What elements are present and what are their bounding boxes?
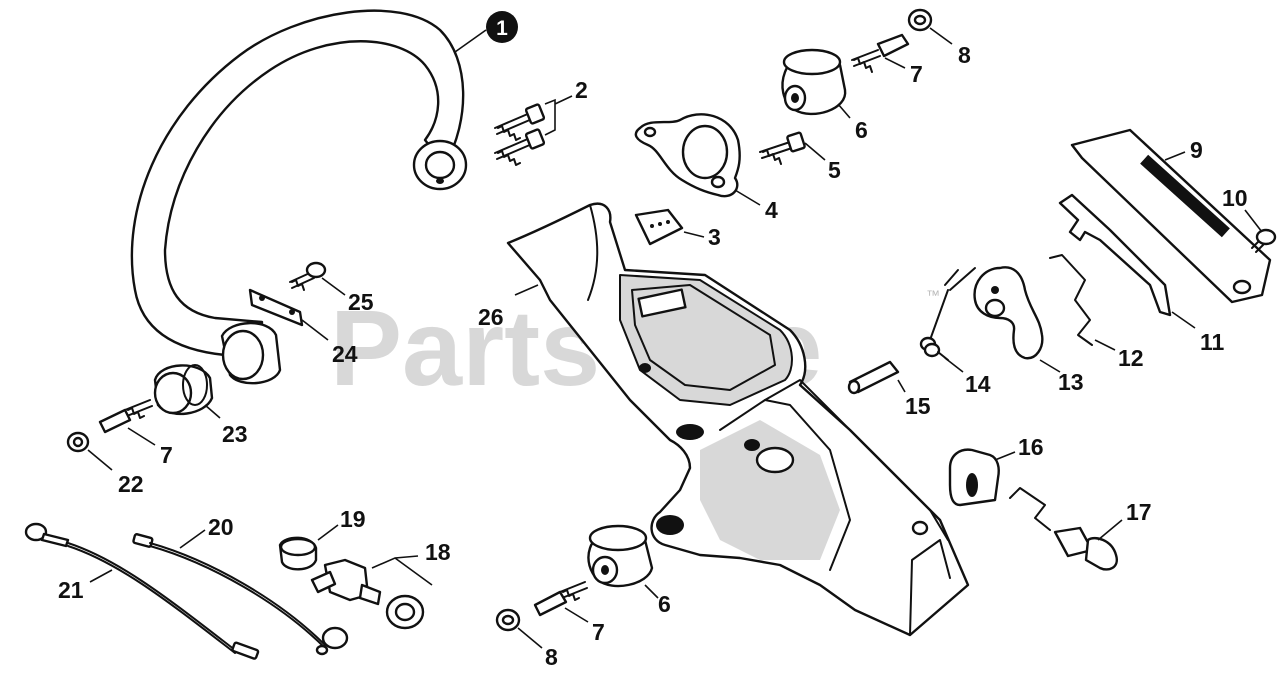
callout-15[interactable]: 15 (905, 393, 931, 419)
part-wire-21[interactable] (24, 522, 260, 660)
callout-1-badge (486, 11, 518, 43)
part-front-handle[interactable] (130, 9, 468, 357)
part-pin-15[interactable] (847, 360, 900, 395)
callout-7-left[interactable]: 7 (160, 442, 173, 468)
callout-3[interactable]: 3 (708, 224, 721, 250)
callout-6-bottom[interactable]: 6 (658, 591, 671, 617)
part-mount-6-bottom[interactable] (587, 524, 654, 588)
callout-25[interactable]: 25 (348, 289, 374, 315)
callout-13[interactable]: 13 (1058, 369, 1084, 395)
leader-3 (683, 231, 705, 238)
callout-23[interactable]: 23 (222, 421, 248, 447)
leader-6-bottom (644, 584, 659, 599)
callout-22[interactable]: 22 (118, 471, 144, 497)
part-collar-handle (220, 321, 282, 385)
leader-9 (1164, 151, 1186, 161)
callout-19[interactable]: 19 (340, 506, 366, 532)
callout-14[interactable]: 14 (965, 371, 991, 397)
leader-8-top (929, 27, 953, 45)
part-switch-18[interactable] (310, 558, 425, 630)
callout-21[interactable]: 21 (58, 577, 84, 603)
callout-11[interactable]: 11 (1200, 329, 1225, 355)
part-plunger-17[interactable] (1009, 487, 1118, 571)
part-spring-14[interactable] (919, 267, 976, 361)
part-handle-housing-26[interactable] (506, 202, 970, 637)
callout-17[interactable]: 17 (1126, 499, 1152, 525)
leader-8-bottom (517, 627, 543, 649)
leader-22 (87, 449, 113, 471)
part-grommet-19[interactable] (278, 536, 318, 571)
part-nut-8-top[interactable] (907, 8, 933, 32)
part-nut-22[interactable] (66, 431, 90, 453)
part-mount-6-top[interactable] (781, 48, 847, 116)
leader-15 (897, 379, 906, 393)
leader-5 (804, 142, 826, 161)
leader-2 (544, 95, 573, 136)
part-mount-4[interactable] (634, 113, 741, 198)
leader-25 (321, 277, 346, 296)
part-spring-12[interactable] (1049, 254, 1093, 346)
leader-12 (1094, 339, 1116, 351)
leader-11 (1171, 311, 1196, 329)
part-plate-24[interactable] (248, 288, 304, 327)
callout-5[interactable]: 5 (828, 157, 841, 183)
part-mount-23[interactable] (153, 364, 214, 416)
callout-6-top[interactable]: 6 (855, 117, 868, 143)
callout-16[interactable]: 16 (1018, 434, 1044, 460)
callout-8-top[interactable]: 8 (958, 42, 971, 68)
part-trigger-13[interactable] (973, 266, 1044, 360)
part-screw-10[interactable] (1251, 228, 1277, 253)
callout-18[interactable]: 18 (425, 539, 451, 565)
callout-7-top[interactable]: 7 (910, 61, 923, 87)
callout-8-bottom[interactable]: 8 (545, 644, 558, 670)
part-screws-2[interactable] (494, 103, 546, 166)
part-nut-8-bottom[interactable] (495, 608, 521, 632)
callout-2[interactable]: 2 (575, 77, 588, 103)
part-stud-7-left[interactable] (98, 399, 153, 434)
leader-7-bottom (564, 607, 589, 623)
leader-17 (1097, 519, 1123, 541)
part-lever-11[interactable] (1058, 193, 1172, 317)
part-stud-7-top[interactable] (851, 33, 910, 73)
part-stud-7-bottom[interactable] (533, 581, 588, 617)
watermark-trademark: ™ (926, 287, 940, 303)
leader-7-top (884, 57, 906, 69)
part-screw-25[interactable] (289, 261, 327, 291)
leader-18 (371, 555, 433, 586)
callout-24[interactable]: 24 (332, 341, 358, 367)
leader-23 (204, 404, 221, 419)
leader-16 (994, 451, 1016, 461)
part-cover-9[interactable] (1070, 128, 1272, 304)
callout-9[interactable]: 9 (1190, 137, 1203, 163)
callout-12[interactable]: 12 (1118, 345, 1144, 371)
leader-21 (89, 569, 113, 583)
part-wire-20[interactable] (132, 533, 349, 656)
leader-24 (301, 319, 329, 341)
leader-6-top (837, 103, 851, 119)
leader-7-left (127, 427, 156, 446)
part-clip-3[interactable] (634, 208, 684, 246)
leader-13 (1039, 359, 1061, 373)
leader-19 (317, 524, 339, 541)
callout-20[interactable]: 20 (208, 514, 234, 540)
part-cap-16[interactable] (948, 448, 1000, 507)
callout-26[interactable]: 26 (478, 304, 504, 330)
leader-1 (454, 29, 487, 53)
leader-20 (179, 529, 206, 549)
leader-26 (514, 284, 539, 296)
callout-7-bottom[interactable]: 7 (592, 619, 605, 645)
leader-14 (944, 357, 964, 373)
part-screw-5[interactable] (759, 131, 806, 165)
leader-10 (1244, 209, 1263, 233)
callout-1[interactable]: 1 (496, 17, 508, 40)
leader-4 (734, 189, 761, 206)
callout-10[interactable]: 10 (1222, 185, 1248, 211)
callout-4[interactable]: 4 (765, 197, 778, 223)
